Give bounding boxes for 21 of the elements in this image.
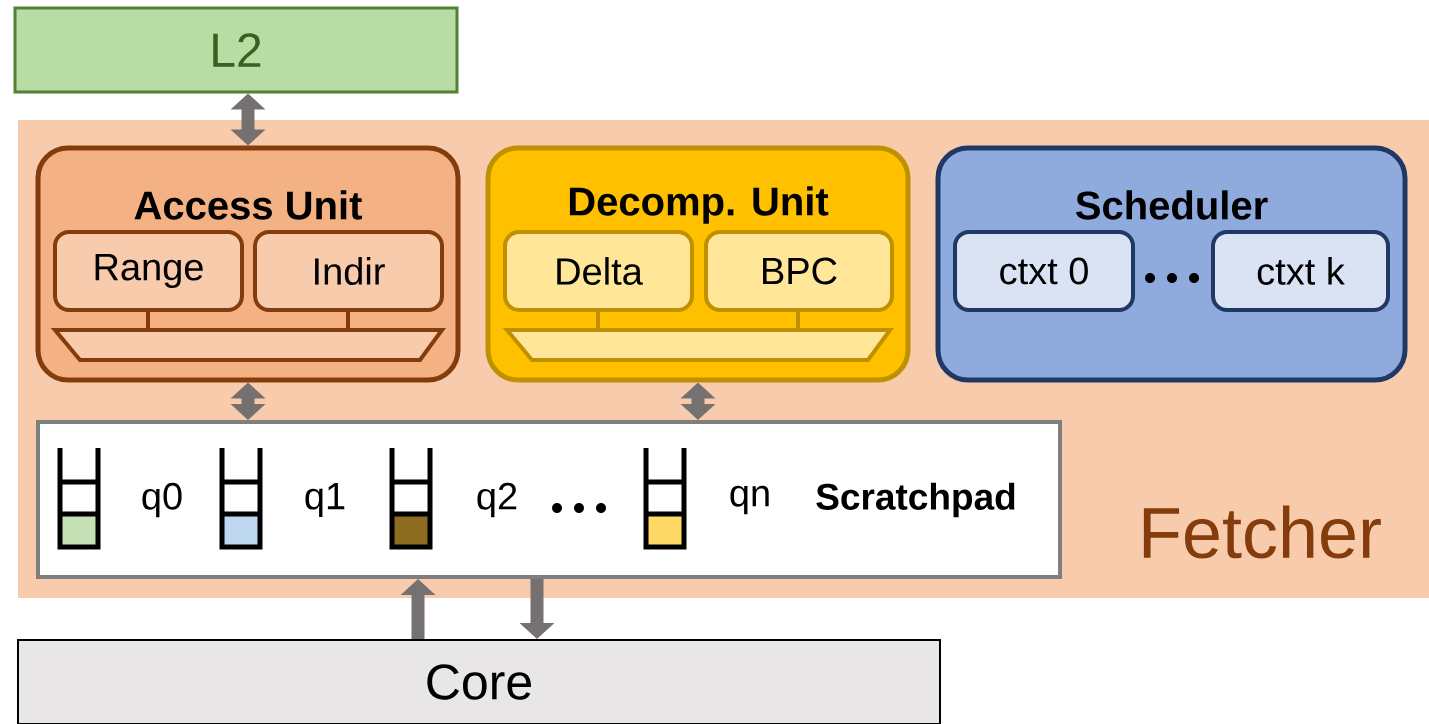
component-box: Indir [253,230,444,312]
queue-label: q2 [477,482,517,518]
connector-line [596,312,600,330]
component-box: BPC [704,230,894,312]
unit-title: Decomp. Unit [569,186,829,224]
connector-line [146,312,150,330]
component-box: Delta [503,230,694,312]
unit-title: Scheduler [1075,190,1268,220]
queue-label: qn [730,485,769,515]
component-box: Range [53,230,244,312]
component-box: ctxt 0 [953,230,1135,312]
core-box: Core [17,639,941,724]
band-label: Fetcher [1143,505,1381,559]
queue-label: q1 [305,483,345,517]
cache-box: L2 [13,6,459,94]
queue-label: q0 [142,482,182,518]
connector-line [346,312,350,330]
connector-line [796,312,800,330]
scratchpad-label: Scratchpad [816,482,1015,518]
component-box: ctxt k [1211,230,1390,312]
unit-title: Access Unit [134,190,362,220]
